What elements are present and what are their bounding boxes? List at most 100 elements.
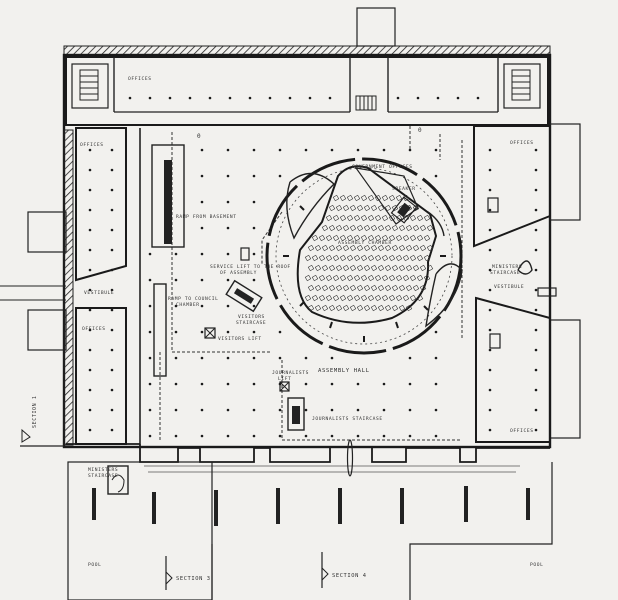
column-dot xyxy=(174,434,178,438)
label-ramp-from-basement: RAMP FROM BASEMENT xyxy=(176,214,237,220)
west-offices-top xyxy=(75,127,127,282)
seat xyxy=(416,254,424,262)
seat xyxy=(356,304,364,312)
label-visitors-staircase-1: VISITORS xyxy=(238,314,265,320)
seat xyxy=(416,234,424,242)
column-dot xyxy=(534,168,538,172)
column-dot xyxy=(488,228,492,232)
seat xyxy=(374,214,382,222)
north-tower xyxy=(356,7,396,47)
entrance-post xyxy=(346,439,354,477)
stair-core-nw xyxy=(71,63,109,109)
seat xyxy=(381,234,389,242)
seat xyxy=(398,284,406,292)
label-speaker: SPEAKER xyxy=(392,186,416,192)
seat xyxy=(332,234,340,242)
seat xyxy=(339,294,347,302)
seat xyxy=(360,194,368,202)
column-dot xyxy=(534,408,538,412)
column-dot xyxy=(488,388,492,392)
column-dot xyxy=(200,356,204,360)
seat xyxy=(353,294,361,302)
column-dot xyxy=(200,174,204,178)
column-dot xyxy=(488,368,492,372)
column-dot xyxy=(110,328,114,332)
label-government-offices: GOVERNMENT OFFICES xyxy=(352,164,413,170)
label-ministers-staircase-2: STAIRCASE xyxy=(490,270,520,276)
seat xyxy=(419,284,427,292)
seat xyxy=(423,214,431,222)
column-dot xyxy=(278,408,282,412)
column-dot xyxy=(174,304,178,308)
pool-east xyxy=(409,462,553,600)
column-dot xyxy=(226,356,230,360)
label-offices-top: OFFICES xyxy=(128,76,152,82)
seat xyxy=(381,194,389,202)
column-dot xyxy=(252,252,256,256)
column-dot xyxy=(88,188,92,192)
seat xyxy=(391,244,399,252)
column-dot xyxy=(382,382,386,386)
seat xyxy=(423,234,431,242)
label-visitors-staircase-2: STAIRCASE xyxy=(236,320,266,326)
column-dot xyxy=(110,268,114,272)
seat xyxy=(416,214,424,222)
west-wing-top xyxy=(27,211,67,253)
seat xyxy=(332,254,340,262)
column-dot xyxy=(110,408,114,412)
label-service-lift-2: OF ASSEMBLY xyxy=(220,270,257,276)
seat xyxy=(342,224,350,232)
column-dot xyxy=(88,408,92,412)
seat xyxy=(367,194,375,202)
seat xyxy=(349,284,357,292)
seat xyxy=(391,264,399,272)
seat xyxy=(374,254,382,262)
seat xyxy=(328,224,336,232)
column-dot xyxy=(534,348,538,352)
column-dot xyxy=(208,96,212,100)
seat xyxy=(335,264,343,272)
seat xyxy=(384,224,392,232)
government-box xyxy=(354,167,419,225)
label-visitors-lift: VISITORS LIFT xyxy=(218,336,262,342)
column-dot xyxy=(226,330,230,334)
seat xyxy=(314,284,322,292)
column-dot xyxy=(174,252,178,256)
seat xyxy=(384,264,392,272)
column-dot xyxy=(488,408,492,412)
bollards xyxy=(92,486,530,526)
column-dot xyxy=(200,382,204,386)
seat xyxy=(342,204,350,212)
column-dot xyxy=(174,278,178,282)
seat xyxy=(311,254,319,262)
column-dot xyxy=(110,368,114,372)
label-offices-left-top: OFFICES xyxy=(80,142,104,148)
label-assembly-chamber: ASSEMBLY CHAMBER xyxy=(338,240,392,246)
seat xyxy=(328,284,336,292)
seat xyxy=(307,264,315,272)
label-section-4: SECTION 4 xyxy=(332,573,367,579)
label-ramp-to-council-2: CHAMBER xyxy=(176,302,200,308)
ministers-stair-curve xyxy=(517,260,533,275)
column-dot xyxy=(88,388,92,392)
seat xyxy=(374,294,382,302)
column-dot xyxy=(268,96,272,100)
label-section-1: SECTION 1 xyxy=(32,396,38,429)
seat xyxy=(342,264,350,272)
column-dot xyxy=(488,248,492,252)
seat xyxy=(318,254,326,262)
seat xyxy=(335,204,343,212)
seat xyxy=(367,214,375,222)
seat xyxy=(391,304,399,312)
seat xyxy=(325,274,333,282)
column-dot xyxy=(148,408,152,412)
seat xyxy=(335,244,343,252)
column-dot xyxy=(88,228,92,232)
seat xyxy=(321,304,329,312)
column-dot xyxy=(110,428,114,432)
column-dot xyxy=(228,96,232,100)
column-dot xyxy=(148,252,152,256)
column-dot xyxy=(330,434,334,438)
column-dot xyxy=(382,148,386,152)
